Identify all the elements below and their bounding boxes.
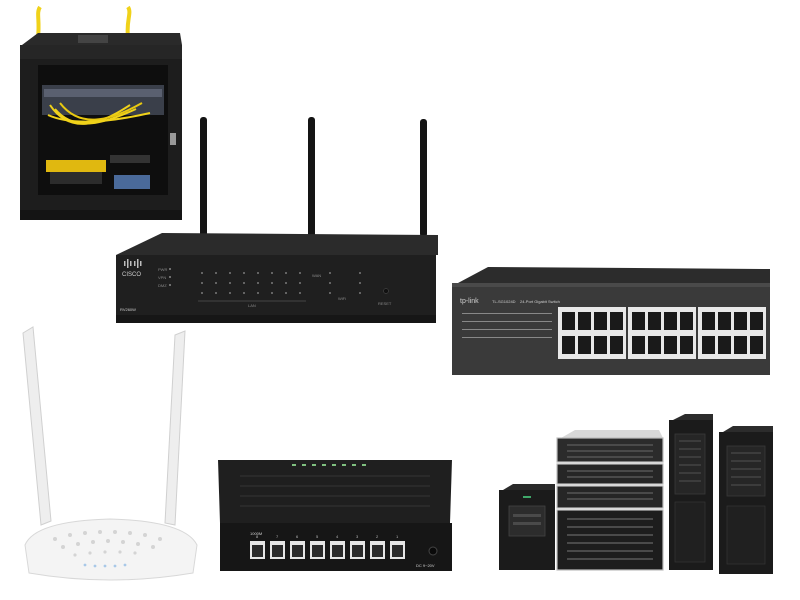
- rj45-port: [562, 312, 575, 330]
- router-brand: CISCO: [122, 272, 141, 278]
- led-label-vpn: VPN: [158, 275, 166, 280]
- micro-server: [499, 484, 555, 570]
- rj45-port: [664, 336, 677, 354]
- reset-label: RESET: [378, 301, 392, 306]
- led-label-wan: WAN: [312, 273, 321, 278]
- rj45-port: [632, 336, 645, 354]
- rj45-port: [610, 336, 623, 354]
- tower-server-1: [669, 414, 713, 570]
- rj45-port: [750, 312, 763, 330]
- rj45-port: [734, 312, 747, 330]
- antenna-left: [200, 117, 207, 239]
- router-model: RV260W: [120, 307, 136, 312]
- power-jack: [428, 546, 438, 556]
- power-label: DC 9~20V: [416, 563, 435, 568]
- tplink-rack-switch: tp-link TL-SG1024D 24-Port Gigabit Switc…: [452, 267, 770, 375]
- switch-status-leds: [462, 313, 552, 338]
- desktop-switch-ports: 8 7 6 5 4 3 2 1: [250, 534, 405, 559]
- led-label-lan: LAN: [248, 303, 256, 308]
- router-leds: [83, 563, 127, 568]
- antenna-right: [164, 330, 186, 526]
- rj45-port: [594, 312, 607, 330]
- network-cabinet: [20, 5, 182, 220]
- port-number: 3: [356, 534, 359, 539]
- antenna-middle: [308, 117, 315, 239]
- port-number: 6: [296, 534, 299, 539]
- server-family: [499, 414, 773, 574]
- port-number: 7: [276, 534, 279, 539]
- led-label-pwr: PWR: [158, 267, 167, 272]
- white-wifi-router: [22, 326, 198, 581]
- rj45-port: [680, 336, 693, 354]
- rj45-port: [702, 336, 715, 354]
- rj45-port: [680, 312, 693, 330]
- rj45-port: [750, 336, 763, 354]
- port-number: 5: [316, 534, 319, 539]
- rj45-port: [734, 336, 747, 354]
- led-label-wifi: WiFi: [338, 296, 346, 301]
- reset-button[interactable]: [383, 288, 389, 294]
- lan-status-leds: [201, 272, 301, 294]
- led-label-dmz: DMZ: [158, 283, 167, 288]
- rj45-port: [648, 312, 661, 330]
- port-number: 4: [336, 534, 339, 539]
- switch-brand: tp-link: [460, 298, 479, 305]
- rj45-port: [718, 312, 731, 330]
- rj45-port: [578, 336, 591, 354]
- switch-descriptor: 24-Port Gigabit Switch: [520, 299, 560, 304]
- tower-server-2: [719, 426, 773, 574]
- desktop-8port-switch: 1000M 8 7 6 5 4 3 2 1 DC 9~20V: [218, 460, 452, 571]
- rj45-port: [648, 336, 661, 354]
- cisco-router: CISCO RV260W PWR VPN DMZ LAN WAN WiFi RE…: [116, 117, 438, 323]
- switch-model: TL-SG1024D: [492, 299, 516, 304]
- antenna-left: [22, 326, 52, 526]
- rj45-port: [702, 312, 715, 330]
- rj45-port: [562, 336, 575, 354]
- switch-speed-label: 1000M: [250, 531, 262, 536]
- port-number: 2: [376, 534, 379, 539]
- switch-top-leds: [292, 464, 366, 466]
- rj45-port: [594, 336, 607, 354]
- port-number: 8: [256, 534, 259, 539]
- rj45-port: [578, 312, 591, 330]
- antenna-right: [420, 119, 427, 237]
- rack-server-stack: [556, 430, 664, 571]
- rj45-port: [664, 312, 677, 330]
- rj45-port: [610, 312, 623, 330]
- cisco-logo: [124, 259, 142, 268]
- rj45-port: [632, 312, 645, 330]
- router-pattern: [53, 530, 162, 557]
- rj45-port: [718, 336, 731, 354]
- rj45-port-block: [558, 307, 766, 359]
- port-number: 1: [396, 534, 399, 539]
